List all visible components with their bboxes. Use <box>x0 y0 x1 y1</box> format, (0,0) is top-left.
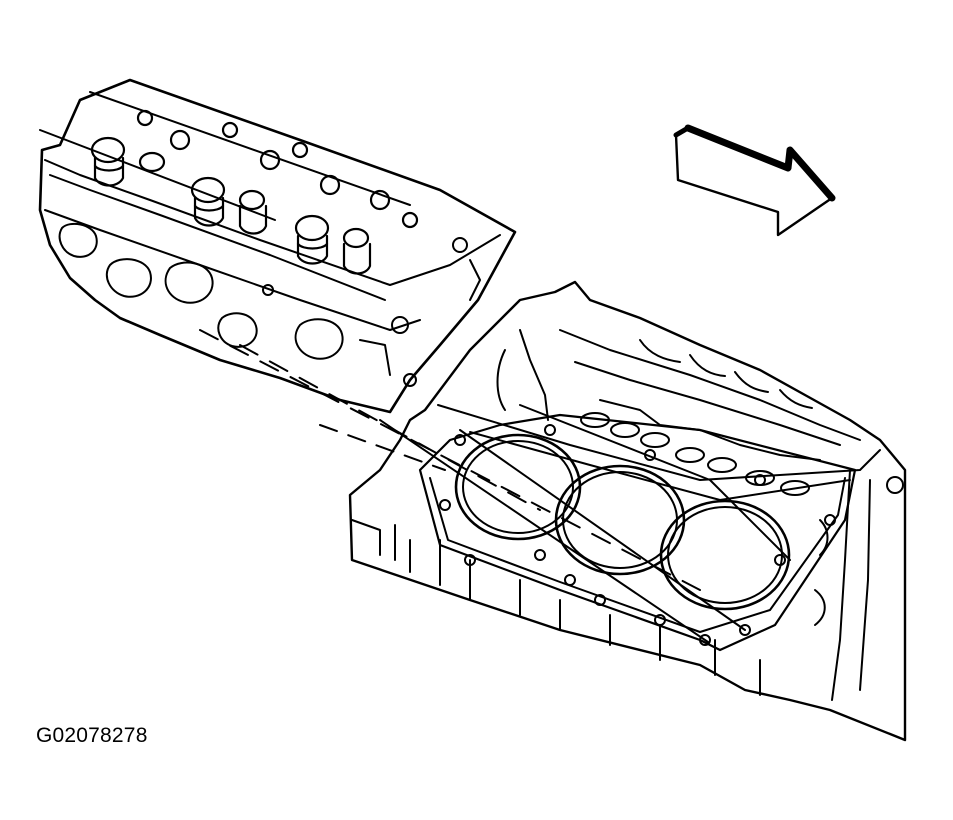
figure-id-label: G02078278 <box>36 724 148 747</box>
cylinder-head <box>40 80 515 412</box>
head-gasket <box>420 415 855 650</box>
alignment-lines <box>40 92 790 642</box>
engine-block <box>350 282 905 740</box>
arrow-right-icon <box>676 128 832 235</box>
